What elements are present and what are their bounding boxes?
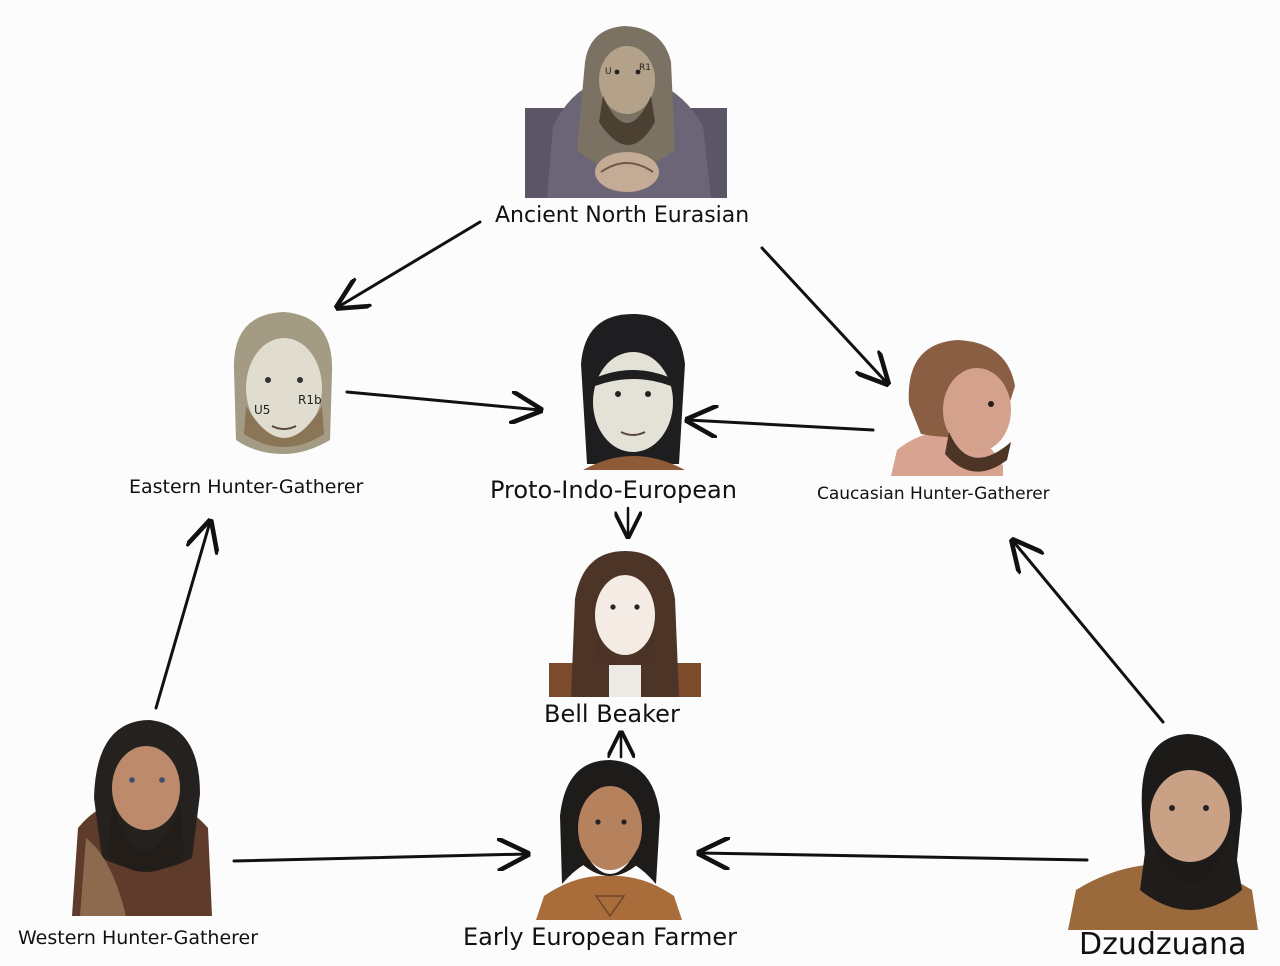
ane-cheek-mark-1: U [605, 67, 612, 77]
arrow-whg-to-eef [232, 854, 527, 861]
ane-cheek-mark-2: R1 [639, 63, 651, 73]
arrow-dz-to-chg [1013, 541, 1165, 724]
arrow-whg-to-ehg [154, 522, 210, 710]
early-european-farmer-label: Early European Farmer [463, 923, 737, 951]
eastern-hunter-gatherer-label: Eastern Hunter-Gatherer [129, 476, 364, 498]
caucasian-hunter-gatherer-portrait [891, 340, 1015, 476]
proto-indo-european-label: Proto-Indo-European [490, 476, 737, 504]
western-hunter-gatherer-portrait [72, 720, 212, 916]
arrow-ane-to-chg [760, 246, 887, 383]
dzudzuana-portrait [1068, 734, 1258, 930]
ancient-north-eurasian-label: Ancient North Eurasian [495, 203, 750, 228]
bell-beaker-label: Bell Beaker [544, 700, 680, 728]
dzudzuana-label: Dzudzuana [1079, 927, 1247, 962]
arrow-ane-to-ehg [338, 220, 482, 307]
arrow-chg-to-pie [688, 420, 875, 430]
eastern-hunter-gatherer-portrait: U5 R1b [233, 312, 333, 454]
caucasian-hunter-gatherer-label: Caucasian Hunter-Gatherer [817, 484, 1050, 504]
western-hunter-gatherer-label: Western Hunter-Gatherer [18, 927, 259, 949]
proto-indo-european-portrait [581, 314, 685, 470]
arrow-ehg-to-pie [345, 390, 540, 410]
arrow-dz-to-eef [700, 853, 1089, 860]
ehg-cheek-mark-1: U5 [254, 403, 270, 417]
early-european-farmer-portrait [536, 760, 682, 920]
ehg-cheek-mark-2: R1b [298, 393, 322, 407]
ancient-north-eurasian-portrait: U R1 [525, 26, 727, 198]
bell-beaker-portrait [549, 551, 701, 697]
